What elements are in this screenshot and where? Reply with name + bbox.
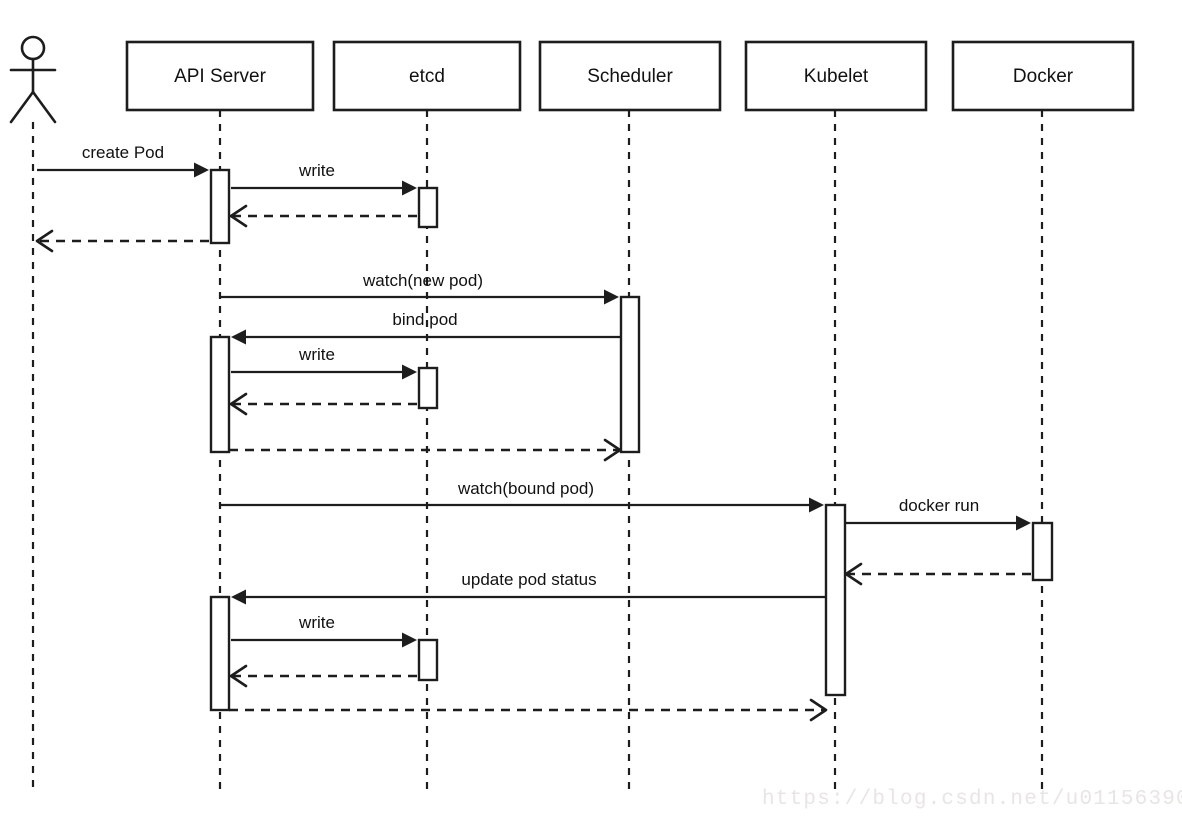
message-m6[interactable]: bind pod bbox=[231, 310, 621, 345]
participant-label-scheduler: Scheduler bbox=[587, 66, 673, 87]
message-label-m5: watch(new pod) bbox=[362, 271, 483, 290]
message-m13[interactable]: update pod status bbox=[231, 570, 826, 605]
message-label-m1: create Pod bbox=[82, 143, 164, 162]
arrowhead-filled-m5 bbox=[604, 289, 619, 305]
participant-label-etcd: etcd bbox=[409, 66, 445, 87]
arrowhead-open-m4 bbox=[35, 229, 54, 253]
participant-label-kubelet: Kubelet bbox=[804, 66, 869, 87]
arrowhead-filled-m10 bbox=[809, 497, 824, 513]
participant-apiserver[interactable]: API Server bbox=[125, 40, 315, 112]
arrowhead-filled-m2 bbox=[402, 180, 417, 196]
activation-bar-act-etcd-3 bbox=[417, 638, 439, 682]
message-m5[interactable]: watch(new pod) bbox=[221, 271, 619, 305]
message-m16[interactable] bbox=[229, 698, 828, 722]
participant-box-docker bbox=[951, 40, 1135, 112]
arrowhead-filled-m11 bbox=[1016, 515, 1031, 531]
participant-box-apiserver bbox=[125, 40, 315, 112]
message-label-m13: update pod status bbox=[461, 570, 596, 589]
message-m14[interactable]: write bbox=[231, 613, 417, 648]
arrowhead-filled-m1 bbox=[194, 162, 209, 178]
messages-layer: create Pod write watch(new pod) bind pod wri… bbox=[35, 143, 1031, 722]
message-m10[interactable]: watch(bound pod) bbox=[221, 479, 824, 513]
participant-box-kubelet bbox=[744, 40, 928, 112]
participant-boxes-layer: API Server etcd Scheduler Kubelet Docker bbox=[125, 40, 1135, 112]
participant-kubelet[interactable]: Kubelet bbox=[744, 40, 928, 112]
message-label-m11: docker run bbox=[899, 496, 979, 515]
actor-figure-layer bbox=[9, 35, 57, 124]
message-m2[interactable]: write bbox=[231, 161, 417, 196]
arrowhead-open-m15 bbox=[229, 664, 248, 688]
arrowhead-filled-m6 bbox=[231, 329, 246, 345]
actor-head-icon bbox=[20, 35, 46, 61]
message-label-m2: write bbox=[298, 161, 335, 180]
activation-bar-act-api-1 bbox=[209, 168, 231, 245]
activation-bar-act-sched-1 bbox=[619, 295, 641, 454]
arrowhead-filled-m7 bbox=[402, 364, 417, 380]
participant-scheduler[interactable]: Scheduler bbox=[538, 40, 722, 112]
participant-label-apiserver: API Server bbox=[174, 66, 267, 87]
activation-bar-act-etcd-2 bbox=[417, 366, 439, 410]
message-m4[interactable] bbox=[35, 229, 209, 253]
arrowhead-open-m3 bbox=[229, 204, 248, 228]
activation-bars-layer bbox=[209, 168, 1054, 712]
participant-box-etcd bbox=[332, 40, 522, 112]
message-m3[interactable] bbox=[229, 204, 417, 228]
actor-leg-right bbox=[31, 90, 57, 124]
message-m9[interactable] bbox=[229, 438, 622, 462]
arrowhead-filled-m13 bbox=[231, 589, 246, 605]
message-label-m7: write bbox=[298, 345, 335, 364]
activation-bar-act-kube-1 bbox=[824, 503, 847, 697]
arrowhead-open-m8 bbox=[229, 392, 248, 416]
participant-box-scheduler bbox=[538, 40, 722, 112]
participant-docker[interactable]: Docker bbox=[951, 40, 1135, 112]
participant-label-docker: Docker bbox=[1013, 66, 1074, 87]
message-label-m10: watch(bound pod) bbox=[457, 479, 594, 498]
user-actor[interactable] bbox=[9, 35, 57, 124]
source-watermark: https://blog.csdn.net/u011563903 bbox=[762, 788, 1182, 811]
message-m11[interactable]: docker run bbox=[846, 496, 1031, 531]
arrowhead-open-m16 bbox=[809, 698, 828, 722]
activation-bar-act-api-2 bbox=[209, 335, 231, 454]
arrowhead-filled-m14 bbox=[402, 632, 417, 648]
message-m15[interactable] bbox=[229, 664, 417, 688]
message-label-m6: bind pod bbox=[392, 310, 457, 329]
participant-etcd[interactable]: etcd bbox=[332, 40, 522, 112]
activation-bar-act-dock-1 bbox=[1031, 521, 1054, 582]
actor-leg-left bbox=[9, 90, 35, 124]
message-m7[interactable]: write bbox=[231, 345, 417, 380]
arrowhead-open-m12 bbox=[844, 562, 863, 586]
message-m12[interactable] bbox=[844, 562, 1031, 586]
message-label-m14: write bbox=[298, 613, 335, 632]
message-m1[interactable]: create Pod bbox=[37, 143, 209, 178]
message-m8[interactable] bbox=[229, 392, 417, 416]
activation-bar-act-etcd-1 bbox=[417, 186, 439, 229]
arrowhead-open-m9 bbox=[603, 438, 622, 462]
activation-bar-act-api-3 bbox=[209, 595, 231, 712]
